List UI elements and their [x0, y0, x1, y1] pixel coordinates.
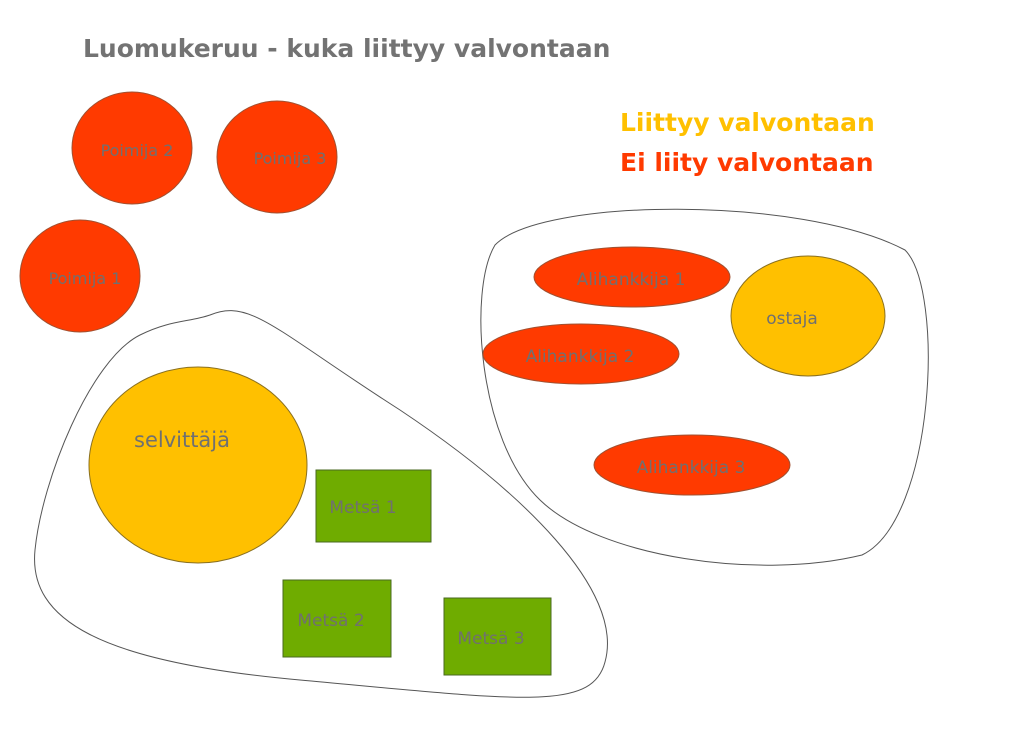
- node-poimija-2: Poimija 2: [71, 91, 193, 205]
- group-boundary-left: [34, 310, 608, 698]
- node-selvittaja: selvittäjä: [88, 366, 308, 564]
- diagram-title: Luomukeruu - kuka liittyy valvontaan: [83, 34, 610, 63]
- svg-text:Poimija 3: Poimija 3: [254, 149, 327, 168]
- node-metsa-3: Metsä 3: [443, 597, 552, 676]
- group-boundary-right: [480, 208, 929, 566]
- node-ostaja: ostaja: [730, 255, 886, 377]
- svg-text:Alihankkija 3: Alihankkija 3: [637, 458, 746, 478]
- legend-included: Liittyy valvontaan: [620, 108, 875, 137]
- svg-text:Alihankkija 1: Alihankkija 1: [577, 270, 686, 290]
- svg-text:Alihankkija 2: Alihankkija 2: [526, 347, 635, 367]
- svg-text:Poimija 2: Poimija 2: [101, 141, 174, 160]
- svg-text:selvittäjä: selvittäjä: [134, 428, 230, 452]
- node-metsa-1: Metsä 1: [315, 469, 432, 543]
- node-alihankkija-2: Alihankkija 2: [482, 323, 680, 385]
- legend-excluded: Ei liity valvontaan: [620, 148, 874, 177]
- node-alihankkija-1: Alihankkija 1: [533, 246, 731, 308]
- node-poimija-3: Poimija 3: [216, 100, 338, 214]
- svg-text:Poimija 1: Poimija 1: [49, 269, 122, 288]
- svg-text:Metsä 1: Metsä 1: [329, 498, 396, 518]
- node-metsa-2: Metsä 2: [282, 579, 392, 658]
- svg-text:Metsä 2: Metsä 2: [297, 611, 364, 631]
- node-alihankkija-3: Alihankkija 3: [593, 434, 791, 496]
- svg-text:ostaja: ostaja: [766, 309, 817, 329]
- svg-text:Metsä 3: Metsä 3: [457, 629, 524, 649]
- node-poimija-1: Poimija 1: [19, 219, 141, 333]
